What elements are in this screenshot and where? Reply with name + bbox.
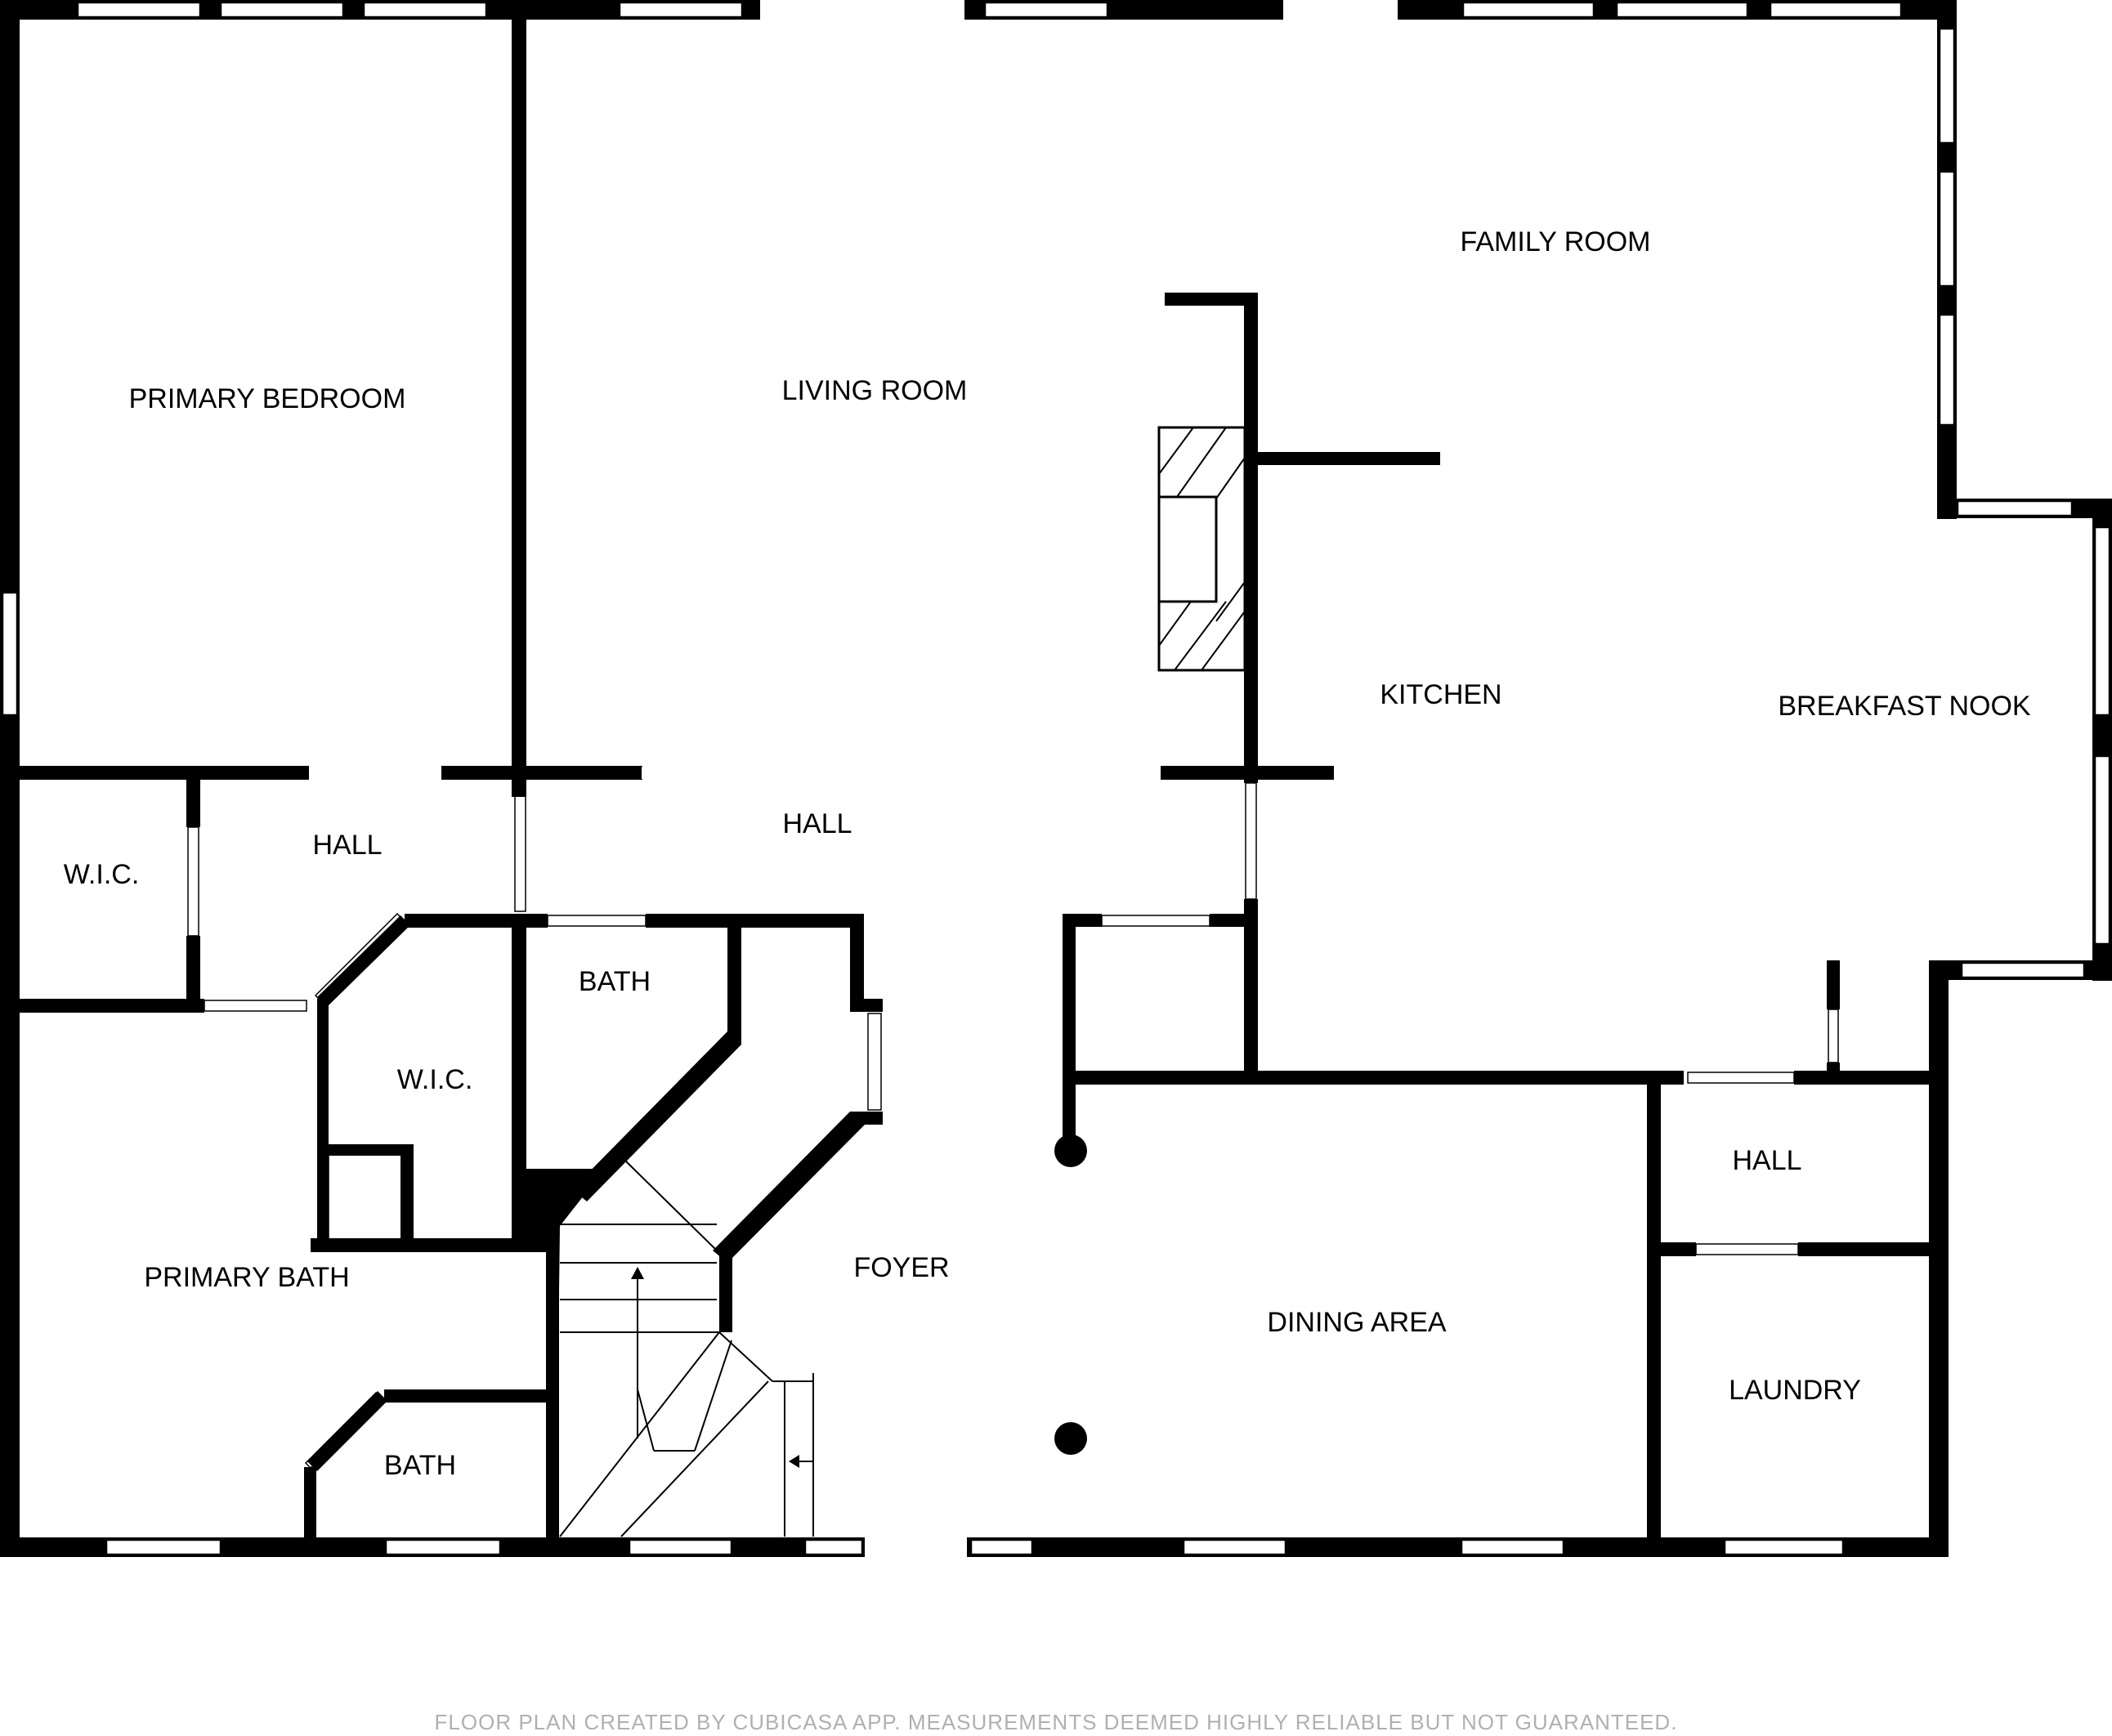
- room-labels: PRIMARY BEDROOM LIVING ROOM FAMILY ROOM …: [64, 226, 2031, 1481]
- label-family-room: FAMILY ROOM: [1460, 226, 1650, 257]
- label-dining-area: DINING AREA: [1267, 1307, 1446, 1338]
- label-wic-center: W.I.C.: [397, 1064, 473, 1095]
- label-breakfast-nook: BREAKFAST NOOK: [1778, 691, 2031, 722]
- windows: [1, 1, 2111, 1556]
- label-laundry: LAUNDRY: [1729, 1375, 1861, 1406]
- label-bath-upper: BATH: [579, 966, 651, 997]
- fireplace: [1157, 426, 1246, 672]
- label-hall-left: HALL: [312, 830, 382, 861]
- columns: [1054, 1134, 1087, 1455]
- label-living-room: LIVING ROOM: [782, 375, 968, 406]
- staircase: [559, 1160, 814, 1537]
- footer-disclaimer: FLOOR PLAN CREATED BY CUBICASA APP. MEAS…: [435, 1710, 1678, 1734]
- label-foyer: FOYER: [853, 1252, 949, 1283]
- door-openings: [187, 767, 1839, 1470]
- label-hall-right: HALL: [1732, 1145, 1801, 1176]
- column-upper: [1054, 1134, 1087, 1167]
- interior-walls: [0, 0, 1937, 1557]
- label-hall-center: HALL: [782, 808, 852, 839]
- label-kitchen: KITCHEN: [1380, 679, 1501, 710]
- label-wic-left: W.I.C.: [64, 859, 140, 890]
- label-bath-lower: BATH: [384, 1450, 456, 1481]
- label-primary-bedroom: PRIMARY BEDROOM: [129, 383, 406, 414]
- label-primary-bath: PRIMARY BATH: [144, 1262, 349, 1293]
- column-lower: [1054, 1422, 1087, 1455]
